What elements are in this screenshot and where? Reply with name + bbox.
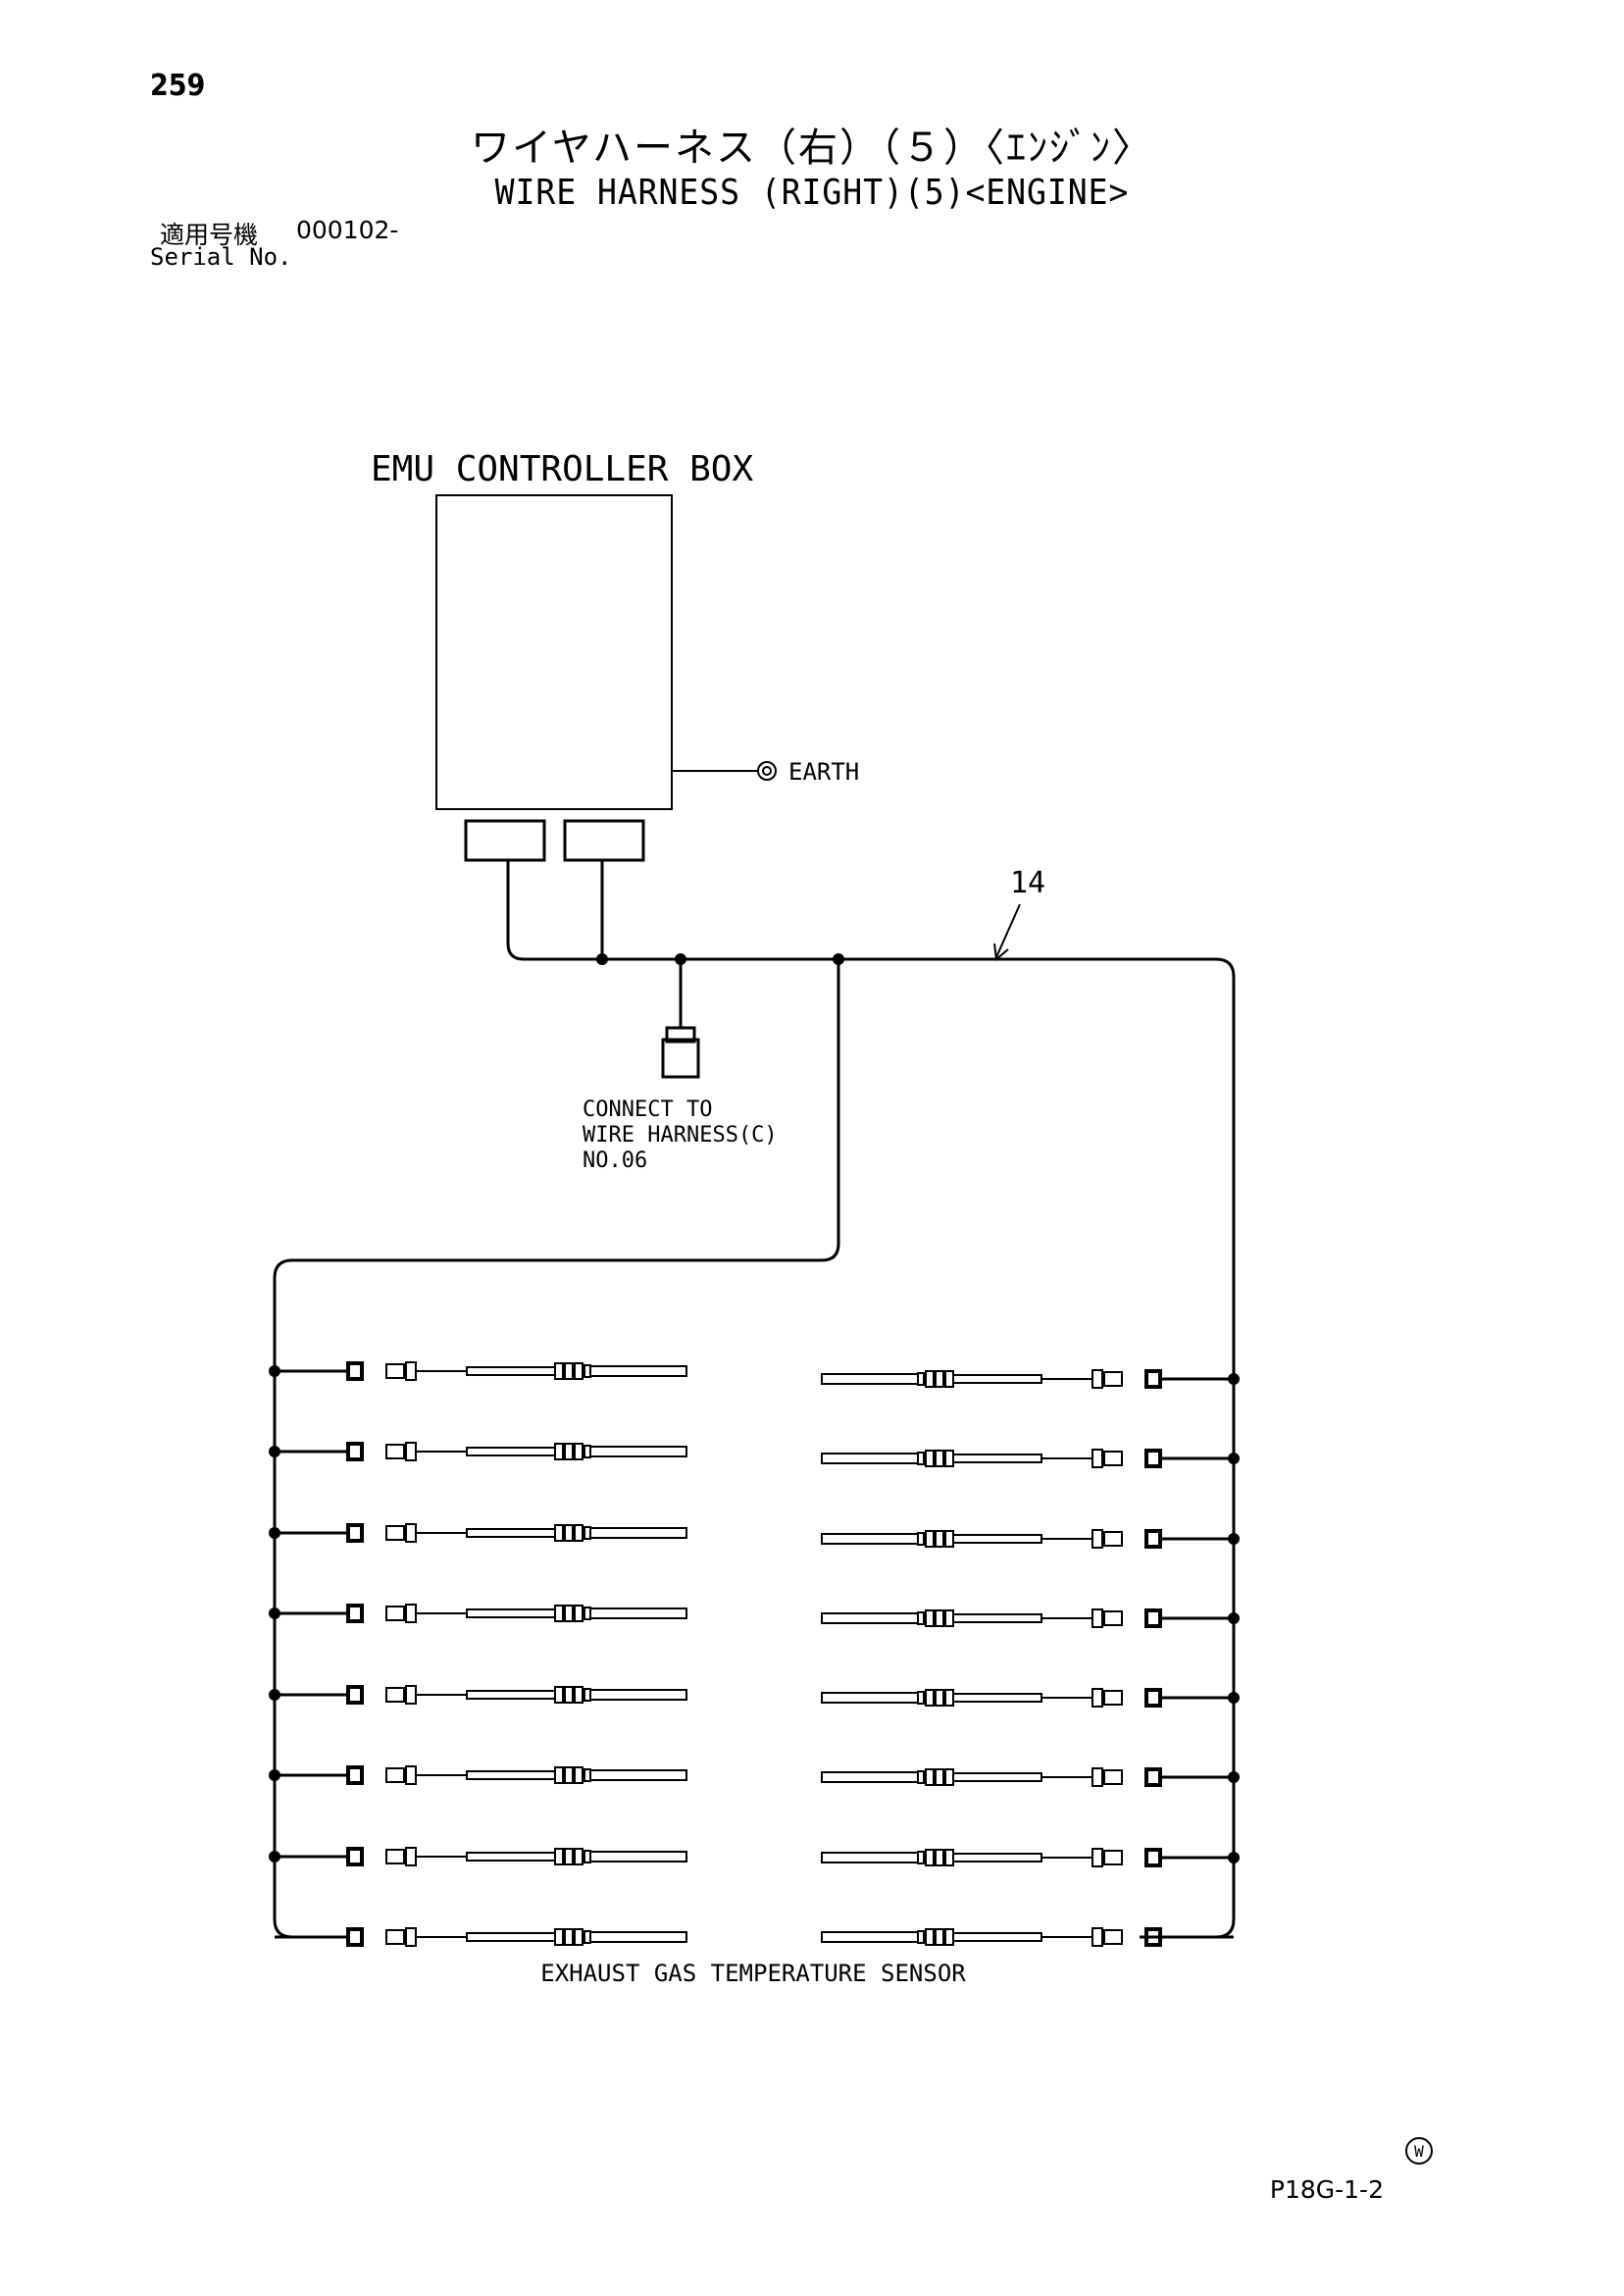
sensor-column-right [821,1369,1240,1947]
exhaust-gas-temperature-sensor [821,1848,1234,1867]
wire-junction-dot [1228,1771,1240,1783]
exhaust-gas-temperature-sensor [821,1369,1234,1389]
exhaust-gas-temperature-sensor [821,1449,1234,1468]
exhaust-gas-temperature-sensor [275,1927,687,1947]
wire-junction-dot [1228,1612,1240,1624]
exhaust-gas-temperature-sensor [275,1847,687,1866]
exhaust-gas-temperature-sensor [275,1442,687,1461]
exhaust-gas-temperature-sensor [821,1608,1234,1628]
circled-w-mark: W [1405,2137,1433,2165]
wire-junction-dot [1228,1373,1240,1385]
wire-junction-dot [1228,1692,1240,1704]
circled-w-letter: W [1414,2142,1424,2161]
wire-junction-dot [269,1769,280,1781]
exhaust-gas-temperature-sensor [821,1767,1234,1787]
wire-junction-dot [269,1527,280,1539]
page-number: 259 [150,69,206,103]
part-number-label: 14 [1010,866,1045,900]
exhaust-gas-temperature-sensor [275,1361,687,1381]
exhaust-gas-temperature-sensor [275,1523,687,1543]
exhaust-gas-temperature-sensor [275,1765,687,1785]
sensor-column-left [269,1361,687,1947]
harness-connector [661,1026,700,1079]
wire-junction-dot [1228,1533,1240,1545]
exhaust-gas-temperature-sensor [821,1927,1234,1947]
connect-note-line-2: WIRE HARNESS(C) [583,1123,778,1148]
part-number-arrowhead [993,943,1009,961]
exhaust-gas-temperature-sensor [275,1685,687,1705]
sensor-caption: EXHAUST GAS TEMPERATURE SENSOR [540,1960,966,1987]
serial-label-english: Serial No. [150,243,292,271]
earth-label: EARTH [788,758,859,786]
wire-junction-dot [269,1689,280,1701]
controller-box-label: EMU CONTROLLER BOX [371,449,753,489]
part-number-leader [995,903,1021,958]
serial-label-japanese: 適用号機 [160,221,259,249]
wire-junction-dot [1228,1453,1240,1464]
exhaust-gas-temperature-sensor [821,1529,1234,1549]
wire-junction-dot [269,1607,280,1619]
title-english: WIRE HARNESS (RIGHT)(5)<ENGINE> [494,173,1130,213]
wire-junction-dot [269,1851,280,1862]
wire-junction-dot [269,1365,280,1377]
connect-note-line-3: NO.06 [583,1148,647,1173]
harness-wires [273,860,1236,1939]
serial-number-value: 000102- [296,216,399,244]
earth-icon [757,761,777,781]
box-connector-right [563,819,645,862]
harness-junctions [596,953,844,965]
title-japanese: ワイヤハーネス（右）（５）〈ｴﾝｼﾞﾝ〉 [471,126,1153,171]
connect-note-line-1: CONNECT TO [583,1097,712,1122]
emu-controller-box [435,494,673,810]
wire-junction-dot [1228,1852,1240,1863]
exhaust-gas-temperature-sensor [821,1688,1234,1708]
exhaust-gas-temperature-sensor [275,1604,687,1623]
connect-note: CONNECT TO WIRE HARNESS(C) NO.06 [583,1097,778,1173]
box-connector-left [464,819,546,862]
drawing-code: P18G-1-2 [1269,2175,1384,2204]
wire-junction-dot [269,1446,280,1457]
